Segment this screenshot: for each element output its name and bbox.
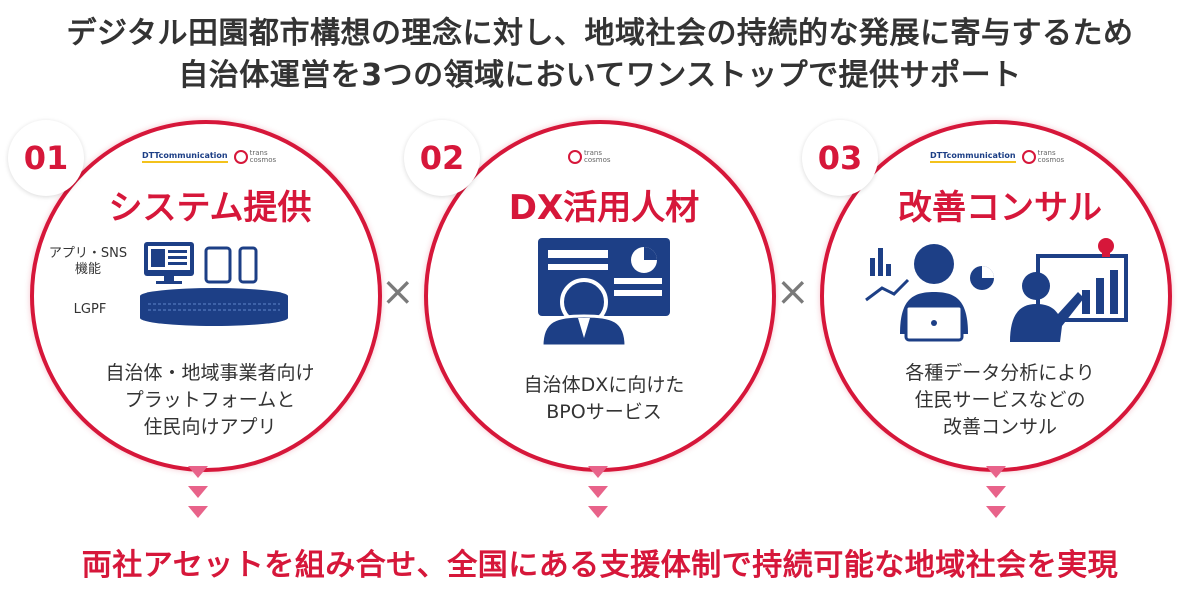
pillar-title: DX活用人材 [508,188,700,228]
devices-platform-icon [140,242,288,326]
transcosmos-logo: trans cosmos [1021,150,1072,164]
multiply-sign: × [381,269,415,315]
transcosmos-logo: trans cosmos [568,150,618,164]
pillar-description: 自治体・地域事業者向け プラットフォームと 住民向けアプリ [105,362,315,438]
pillar-number: 01 [8,120,84,196]
partner-logos: trans cosmos [568,150,618,164]
lgpf-label: LGPF [73,302,107,317]
presenter-board-icon [538,238,670,346]
globe-icon [568,150,582,164]
partner-logos: DTTcommunication trans cosmos [142,150,284,164]
headline-line-1: デジタル田園都市構想の理念に対し、地域社会の持続的な発展に寄与するため [66,16,1134,51]
pillar-number: 03 [802,120,878,196]
multiply-sign: × [776,269,810,315]
dtt-logo: DTTcommunication [930,151,1016,163]
headline-line-2: 自治体運営を3つの領域においてワンストップで提供サポート [178,58,1022,93]
pillar-title: 改善コンサル [898,188,1102,228]
partner-logos: DTTcommunication trans cosmos [930,150,1072,164]
globe-icon [1021,150,1036,164]
pillar-circle-consulting: DTTcommunication trans cosmos 改善コンサル 各種デ… [820,120,1172,472]
bottom-conclusion: 両社アセットを組み合せ、全国にある支援体制で持続可能な地域社会を実現 [81,548,1119,583]
down-arrows-icon [986,466,1006,518]
down-arrows-icon [588,466,608,518]
pillar-description: 各種データ分析により 住民サービスなどの 改善コンサル [905,362,1095,438]
pillar-title: システム提供 [108,188,312,228]
globe-icon [233,150,248,164]
pillar-number: 02 [404,120,480,196]
pillar-circle-system: DTTcommunication trans cosmos システム提供 アプリ… [30,120,382,472]
down-arrows-icon [188,466,208,518]
app-sns-label: アプリ・SNS 機能 [48,246,128,277]
data-analysis-consulting-icon [865,238,1128,342]
transcosmos-logo: trans cosmos [233,150,284,164]
pillar-description: 自治体DXに向けた BPOサービス [523,374,685,423]
dtt-logo: DTTcommunication [142,151,228,163]
